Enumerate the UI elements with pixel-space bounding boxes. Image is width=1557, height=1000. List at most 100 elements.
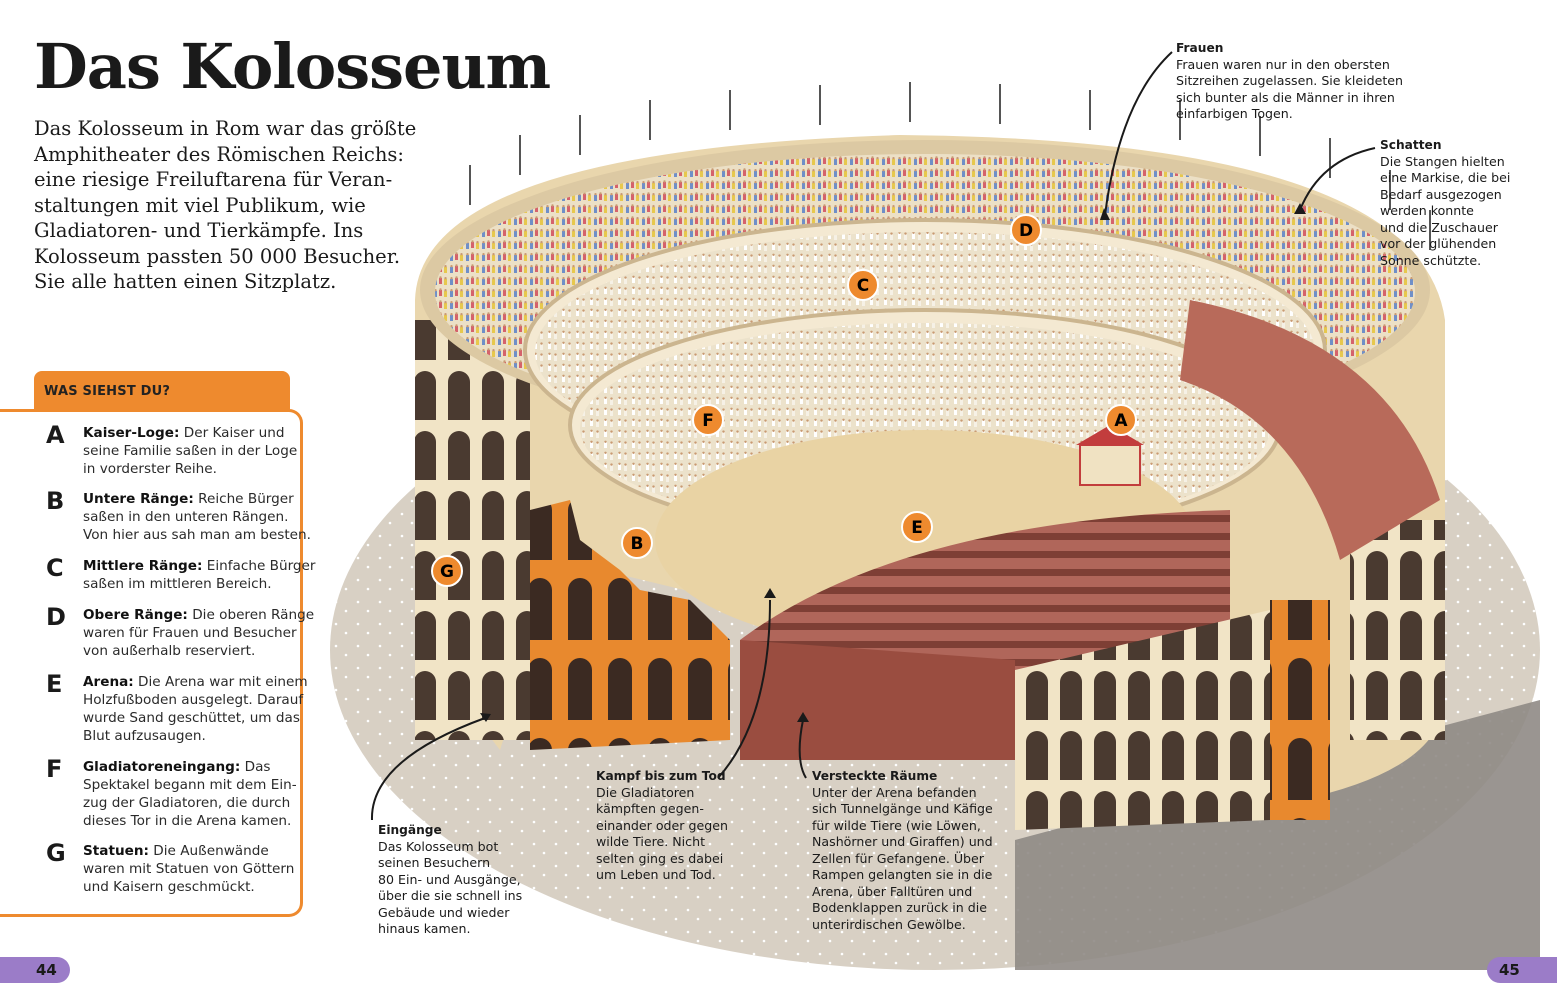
callout-line: Unter der Arena befanden [812,784,977,800]
legend-line: Blut aufzusaugen. [83,728,206,744]
callout-line: einander oder gegen [596,817,728,833]
legend-text: Gladiatoreneingang: Das Spektakel begann… [83,758,305,830]
legend-line: Gladiatoreneingang: Das [83,758,305,776]
svg-text:C: C [857,276,869,296]
cutaway-left [530,500,730,750]
marker-c: C [847,269,879,301]
legend-term: Kaiser-Loge: [83,425,180,441]
callout-frauen: Frauen Frauen waren nur in den obersten … [1176,40,1403,123]
callout-line: Das Kolosseum bot [378,838,499,854]
callout-line: unterirdischen Gewölbe. [812,916,966,932]
callout-line: 80 Ein- und Ausgänge, [378,871,521,887]
intro-line: Gladiatoren- und Tierkämpfe. Ins [34,219,364,242]
callout-line: Sitzreihen zugelassen. Sie kleideten [1176,73,1404,88]
svg-text:G: G [440,562,454,582]
marker-d: D [1010,214,1042,246]
intro-line: Kolosseum passten 50 000 Besucher. [34,244,401,268]
legend-first: Das [240,759,271,775]
callout-line: Bedarf ausgezogen [1380,186,1502,202]
awning-seating [1180,300,1440,560]
callout-line: sich bunter als die Männer in ihren [1176,89,1395,105]
callout-line: einfarbigen Togen. [1176,106,1293,121]
legend-text: Arena: Die Arena war mit einem Holzfußbo… [83,673,308,745]
schatten-arrow [1299,147,1376,211]
legend-letter: F [46,755,63,783]
legend-line: Arena: Die Arena war mit einem [83,673,308,691]
callout-line: sich Tunnelgänge und Käfige [812,801,993,816]
marker-a: A [1105,404,1137,436]
svg-text:D: D [1019,221,1033,241]
intro-line: Das Kolosseum in Rom war das größte [34,117,417,140]
legend-first: Reiche Bürger [193,491,294,507]
callout-heading: Schatten [1380,138,1442,152]
legend-line: waren für Frauen und Besucher [83,625,297,641]
intro-line: Sie alle hatten einen Sitzplatz. [34,270,337,293]
callout-line: eine Markise, die bei [1380,170,1511,185]
cutaway-right [1270,600,1330,820]
legend-line: waren mit Statuen von Göttern [83,861,295,877]
callout-schatten: Schatten Die Stangen hielten eine Markis… [1380,137,1510,269]
legend-line: Von hier aus sah man am besten. [83,527,311,543]
legend-line: Kaiser-Loge: Der Kaiser und [83,424,305,442]
versteckt-arrow [798,719,807,779]
callout-line: vor der glühenden [1380,236,1497,251]
legend-term: Gladiatoreneingang: [83,759,241,775]
legend-term: Untere Ränge: [83,491,194,507]
legend-letter: B [46,487,65,515]
callout-heading: Frauen [1176,41,1224,55]
front-facade [1015,610,1270,830]
legend-line: saßen im mittleren Bereich. [83,576,272,592]
legend-line: dieses Tor in die Arena kamen. [83,813,292,829]
svg-text:E: E [911,518,923,538]
callout-kampf: Kampf bis zum Tod Die Gladiatoren kämpft… [596,768,728,884]
intro-line: eine riesige Freiluftarena für Veran- [34,168,393,191]
page-number-right: 45 [1487,957,1557,983]
legend-line: seine Familie saßen in der Loge [83,443,298,459]
callout-heading: Kampf bis zum Tod [596,769,726,783]
callout-line: und die Zuschauer [1380,219,1498,235]
legend-line: in vorderster Reihe. [83,461,217,477]
legend-line: Obere Ränge: Die oberen Ränge [83,606,314,624]
callout-line: Die Stangen hielten [1380,153,1505,169]
legend-letter: G [46,839,66,867]
marker-e: E [901,511,933,543]
callout-line: Zellen für Gefangene. Über [812,850,984,866]
legend-text: Obere Ränge: Die oberen Ränge waren für … [83,606,314,660]
legend-first: Der Kaiser und [179,425,285,441]
callout-heading: Versteckte Räume [812,769,938,783]
legend-term: Statuen: [83,843,149,859]
legend-letter: A [46,421,65,449]
callout-line: über die sie schnell ins [378,888,523,903]
legend-line: und Kaisern geschmückt. [83,879,255,895]
eingaenge-arrow [370,717,486,821]
callout-line: Arena, über Falltüren und [812,883,973,899]
page-title: Das Kolosseum [34,30,551,103]
callout-line: Sonne schützte. [1380,252,1482,268]
legend-term: Arena: [83,674,134,690]
marker-f: F [692,404,724,436]
callout-line: um Leben und Tod. [596,867,716,882]
legend-letter: C [46,554,64,582]
legend-box: WAS SIEHST DU? A Kaiser-Loge: Der Kaiser… [0,371,316,917]
callout-line: Gebäude und wieder [378,904,510,920]
svg-text:A: A [1114,411,1128,431]
callout-line: Die Gladiatoren [596,784,695,800]
legend-letter: E [46,670,63,698]
legend-text: Kaiser-Loge: Der Kaiser und seine Famili… [83,424,305,478]
intro-line: Amphitheater des Römischen Reichs: [34,142,404,166]
kampf-arrow [717,599,771,779]
callout-eingaenge: Eingänge Das Kolosseum bot seinen Besuch… [378,822,522,938]
marker-b: B [621,527,653,559]
legend-first: Die Außenwände [148,843,269,859]
callout-line: kämpften gegen- [596,801,704,816]
legend-line: Statuen: Die Außenwände [83,842,305,860]
legend-line: Spektakel begann mit dem Ein- [83,777,297,793]
legend-line: Holzfußboden ausgelegt. Darauf [83,692,304,708]
callout-line: hinaus kamen. [378,921,471,936]
legend-term: Mittlere Ränge: [83,558,203,574]
legend-text: Mittlere Ränge: Einfache Bürger saßen im… [83,557,316,593]
callout-line: Bodenklappen zurück in die [812,900,987,915]
svg-text:F: F [702,411,714,431]
svg-text:B: B [631,534,644,554]
callout-line: für wilde Tiere (wie Löwen, [812,817,981,833]
